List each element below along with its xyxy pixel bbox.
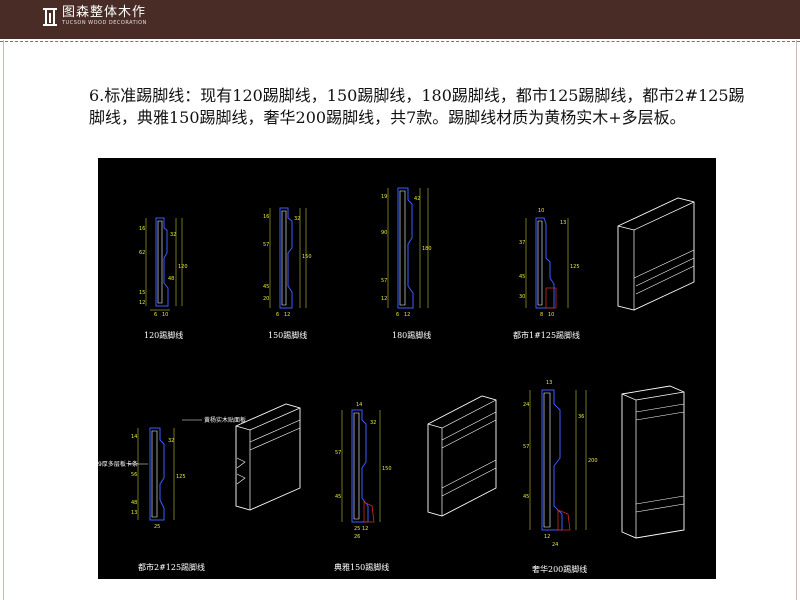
profile-dy150: 14 32 57 150 45 25 12 26 典雅150踢脚线 [334, 395, 497, 572]
label-150: 150踢脚线 [268, 330, 307, 340]
cad-drawing-svg: 16 32 62 120 15 12 48 6 10 120踢脚线 16 32 … [98, 187, 695, 574]
dim-text: 15 [139, 290, 145, 296]
dim-text: 90 [381, 230, 387, 236]
dim-text: 57 [381, 278, 387, 284]
label-dy150: 典雅150踢脚线 [334, 562, 389, 572]
slide-heading: 6.标准踢脚线：现有120踢脚线，150踢脚线，180踢脚线，都市125踢脚线，… [89, 86, 745, 127]
dim-text: 150 [382, 466, 392, 472]
dim-text: 12 [544, 534, 550, 540]
brand-name-cn: 图森整体木作 [62, 5, 147, 20]
dim-text: 12 [381, 296, 387, 302]
dim-text: 56 [131, 472, 137, 478]
dim-text: 12 [139, 300, 145, 306]
header-bar: 图森整体木作 TUCSON WOOD DECORATION [0, 0, 800, 37]
dim-text: 57 [335, 450, 341, 456]
label-ds1: 都市1#125踢脚线 [513, 330, 580, 340]
dim-text: 10 [548, 312, 554, 318]
profile-ds1: 10 13 37 125 45 30 8 10 都市1#125踢脚线 [513, 197, 695, 340]
profile-180: 19 42 90 180 57 12 6 12 180踢脚线 [381, 187, 432, 340]
dim-text: 32 [170, 232, 176, 238]
cad-drawing: 16 32 62 120 15 12 48 6 10 120踢脚线 16 32 … [98, 158, 716, 579]
brand-mark-icon [43, 7, 57, 26]
dim-text: 8 [540, 312, 543, 318]
dim-text: 150 [302, 254, 312, 260]
dim-text: 6 [154, 312, 157, 318]
dim-text: 10 [538, 208, 544, 214]
label-sh200: 奢华200踢脚线 [532, 564, 587, 574]
dim-text: 32 [168, 438, 174, 444]
dim-text: 12 [362, 526, 368, 532]
dim-text: 125 [570, 264, 580, 270]
label-120: 120踢脚线 [144, 330, 183, 340]
dim-text: 14 [356, 402, 362, 408]
brand-name-en: TUCSON WOOD DECORATION [62, 20, 147, 26]
dim-text: 120 [178, 264, 188, 270]
dim-text: 45 [263, 284, 269, 290]
dim-text: 20 [263, 296, 269, 302]
label-180: 180踢脚线 [392, 330, 431, 340]
header-rule [0, 37, 800, 39]
dim-text: 42 [414, 196, 420, 202]
dim-text: 13 [546, 380, 552, 386]
dim-text: 13 [131, 510, 137, 516]
dim-text: 14 [131, 434, 137, 440]
page-border-left [3, 40, 4, 600]
dim-text: 30 [519, 294, 525, 300]
dim-text: 6 [396, 312, 399, 318]
dim-text: 57 [523, 444, 529, 450]
label-ds2: 都市2#125踢脚线 [138, 562, 205, 572]
header-dashed-rule [0, 41, 800, 42]
dim-text: 10 [162, 312, 168, 318]
dim-text: 32 [370, 420, 376, 426]
dim-text: 48 [168, 276, 174, 282]
profile-150: 16 32 57 150 45 20 6 12 150踢脚线 [263, 207, 312, 340]
dim-text: 32 [294, 216, 300, 222]
profile-sh200: 13 24 57 200 45 12 24 36 奢华200踢脚线 [523, 380, 685, 574]
dim-text: 25 [154, 524, 160, 530]
note-board: 9厚多层板卡条 [98, 460, 138, 468]
dim-text: 26 [354, 534, 360, 540]
dim-text: 62 [139, 250, 145, 256]
dim-text: 36 [578, 414, 584, 420]
profile-120: 16 32 62 120 15 12 48 6 10 120踢脚线 [139, 217, 188, 340]
dim-text: 37 [519, 240, 525, 246]
dim-text: 25 [354, 526, 360, 532]
dim-text: 45 [519, 274, 525, 280]
dim-text: 13 [560, 220, 566, 226]
profile-ds2: 黄杨实木贴面板 9厚多层板卡条 14 32 56 125 48 13 25 都市… [98, 403, 301, 572]
dim-text: 12 [404, 312, 410, 318]
dim-text: 24 [523, 402, 529, 408]
dim-text: 180 [422, 246, 432, 252]
dim-text: 57 [263, 242, 269, 248]
dim-text: 6 [276, 312, 279, 318]
dim-text: 45 [523, 494, 529, 500]
dim-text: 200 [588, 458, 598, 464]
dim-text: 19 [381, 194, 387, 200]
dim-text: 12 [284, 312, 290, 318]
page-border-right [796, 40, 797, 600]
dim-text: 16 [263, 214, 269, 220]
dim-text: 125 [176, 474, 186, 480]
dim-text: 48 [131, 500, 137, 506]
dim-text: 16 [139, 226, 145, 232]
note-veneer: 黄杨实木贴面板 [204, 416, 246, 424]
dim-text: 24 [552, 542, 558, 548]
brand-logo: 图森整体木作 TUCSON WOOD DECORATION [43, 6, 147, 27]
dim-text: 45 [335, 494, 341, 500]
